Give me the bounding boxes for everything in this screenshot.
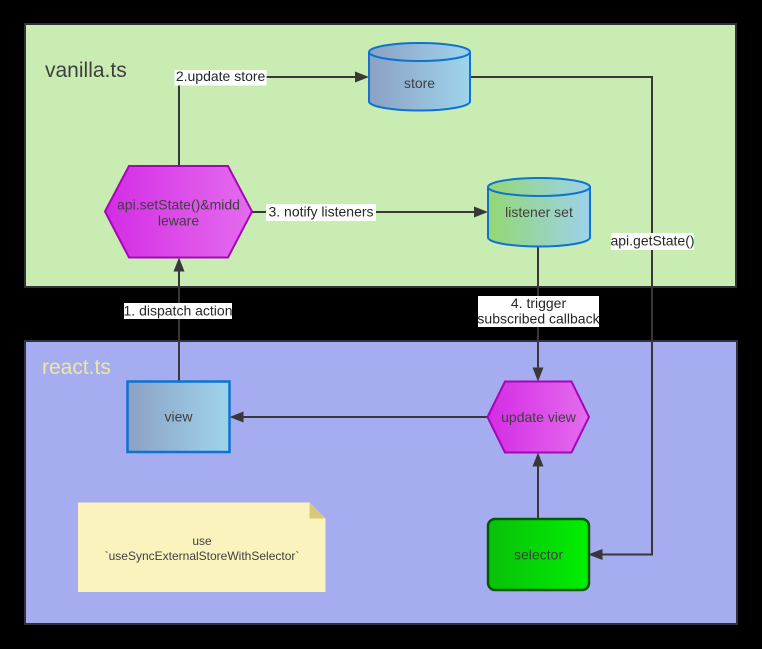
svg-text:2.update store: 2.update store bbox=[176, 68, 266, 84]
svg-text:store: store bbox=[404, 75, 435, 91]
svg-text:4. trigger: 4. trigger bbox=[511, 295, 567, 311]
svg-text:listener set: listener set bbox=[505, 204, 573, 220]
svg-text:api.getState(): api.getState() bbox=[610, 233, 694, 249]
svg-text:react.ts: react.ts bbox=[42, 356, 111, 379]
svg-text:update view: update view bbox=[501, 409, 577, 425]
svg-text:3. notify listeners: 3. notify listeners bbox=[268, 204, 373, 220]
svg-text:1. dispatch action: 1. dispatch action bbox=[124, 303, 233, 319]
svg-text:selector: selector bbox=[514, 547, 563, 563]
svg-text:`useSyncExternalStoreWithSelec: `useSyncExternalStoreWithSelector` bbox=[105, 549, 300, 563]
svg-text:view: view bbox=[164, 409, 193, 425]
svg-text:api.setState()&midd: api.setState()&midd bbox=[117, 197, 240, 213]
svg-text:vanilla.ts: vanilla.ts bbox=[45, 59, 127, 82]
svg-text:subscribed callback: subscribed callback bbox=[477, 311, 600, 327]
svg-text:leware: leware bbox=[158, 213, 199, 229]
svg-text:use: use bbox=[192, 534, 212, 548]
